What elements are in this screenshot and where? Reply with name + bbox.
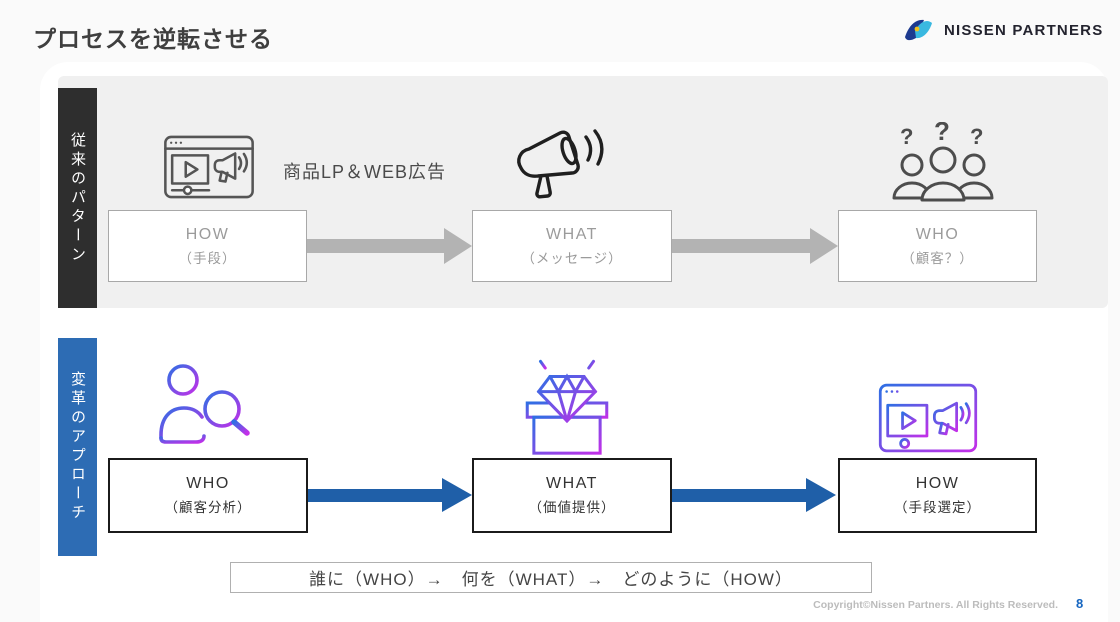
step-box-how-traditional: HOW （手段） <box>108 210 307 282</box>
traditional-section-label-text: 従来のパターン <box>69 131 86 265</box>
step-box-how-transform: HOW （手段選定） <box>838 458 1037 533</box>
step-subtitle: （手段選定） <box>894 500 981 515</box>
megaphone-icon <box>508 124 608 209</box>
gray-arrow-body <box>307 239 444 253</box>
browser-ad-gradient-icon <box>878 383 978 453</box>
page-title: プロセスを逆転させる <box>33 26 273 52</box>
step-box-who-transform: WHO （顧客分析） <box>108 458 308 533</box>
step-subtitle: （手段） <box>178 250 237 266</box>
blue-arrow-body <box>308 489 442 502</box>
step-subtitle: （顧客分析） <box>164 500 252 515</box>
logo-swoosh-icon <box>903 16 937 44</box>
gray-arrow-body <box>672 239 810 253</box>
gray-arrow-head <box>444 228 472 264</box>
transform-section-label: 変革のアプローチ <box>58 338 97 556</box>
traditional-section-label: 従来のパターン <box>58 88 97 308</box>
step-title: HOW <box>185 225 230 243</box>
summary-box: 誰に（WHO）→ 何を（WHAT）→ どのように（HOW） <box>230 562 872 593</box>
traditional-annotation: 商品LP＆WEB広告 <box>283 162 447 182</box>
step-title: WHAT <box>546 475 598 492</box>
blue-arrow-head <box>806 478 836 512</box>
step-subtitle: （メッセージ） <box>521 250 623 266</box>
step-subtitle: （顧客？） <box>901 250 974 266</box>
copyright-text: Copyright©Nissen Partners. All Rights Re… <box>813 599 1058 611</box>
svg-text:?: ? <box>970 124 983 149</box>
step-title: WHO <box>186 475 230 492</box>
step-box-what-traditional: WHAT （メッセージ） <box>472 210 672 282</box>
browser-ad-icon <box>163 135 255 199</box>
people-question-icon: ? ? ? <box>888 122 998 210</box>
transform-section-label-text: 変革のアプローチ <box>69 371 86 523</box>
step-title: HOW <box>915 475 960 492</box>
gift-diamond-icon <box>508 350 626 456</box>
svg-text:?: ? <box>900 124 913 149</box>
step-box-who-traditional: WHO （顧客？） <box>838 210 1037 282</box>
nissen-partners-logo: NISSEN PARTNERS <box>903 16 1103 44</box>
step-title: WHO <box>915 225 960 243</box>
blue-arrow-head <box>442 478 472 512</box>
step-title: WHAT <box>546 225 598 243</box>
gray-arrow-head <box>810 228 838 264</box>
step-box-what-transform: WHAT （価値提供） <box>472 458 672 533</box>
summary-text: 誰に（WHO）→ 何を（WHAT）→ どのように（HOW） <box>309 570 793 589</box>
page-number: 8 <box>1076 596 1084 611</box>
svg-text:?: ? <box>934 122 950 146</box>
logo-text: NISSEN PARTNERS <box>944 21 1104 39</box>
person-search-icon <box>150 360 260 455</box>
step-subtitle: （価値提供） <box>528 500 616 515</box>
blue-arrow-body <box>672 489 806 502</box>
